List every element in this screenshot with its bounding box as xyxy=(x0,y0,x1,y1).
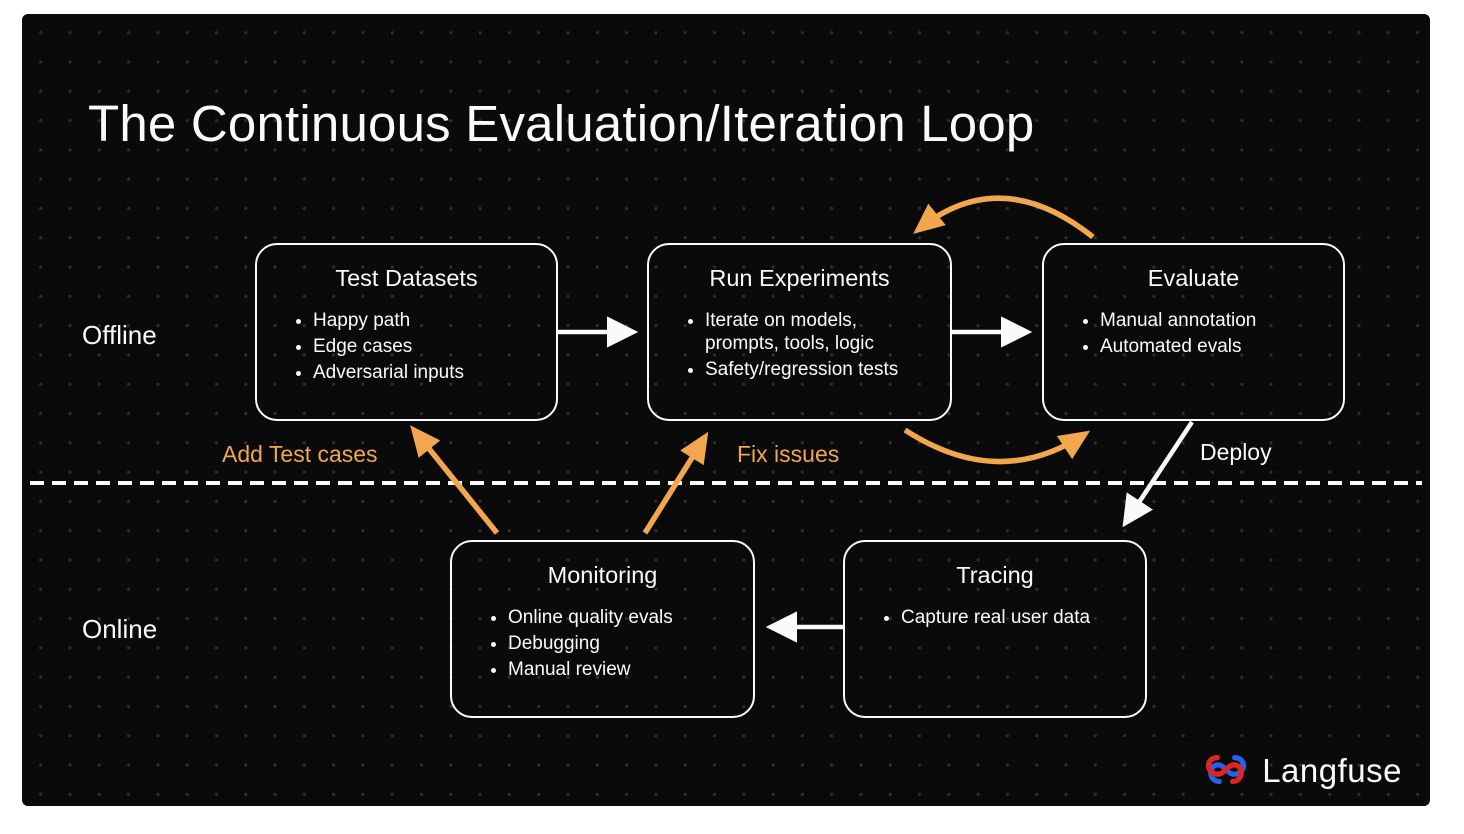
arrow-loop-runexperiments-to-evaluate xyxy=(903,427,1091,465)
langfuse-logo-text: Langfuse xyxy=(1262,752,1402,789)
evaluate-box: Evaluate Manual annotation Automated eva… xyxy=(1042,243,1345,421)
arrow-evaluate-to-tracing-deploy xyxy=(1122,420,1194,528)
evaluate-list: Manual annotation Automated evals xyxy=(1044,309,1343,358)
page-title: The Continuous Evaluation/Iteration Loop xyxy=(88,95,1035,152)
offline-section-label: Offline xyxy=(82,320,157,350)
list-item: Happy path xyxy=(313,309,542,332)
run-experiments-box: Run Experiments Iterate on models, promp… xyxy=(647,243,952,421)
list-item: Automated evals xyxy=(1100,335,1329,358)
monitoring-title: Monitoring xyxy=(547,562,658,588)
arrow-monitoring-to-runexperiments xyxy=(642,431,709,535)
evaluate-title: Evaluate xyxy=(1147,265,1240,291)
slide-canvas: The Continuous Evaluation/Iteration Loop… xyxy=(22,14,1430,806)
online-section-label: Online xyxy=(82,614,158,644)
monitoring-box: Monitoring Online quality evals Debuggin… xyxy=(450,540,755,718)
langfuse-logo: Langfuse xyxy=(1203,750,1402,792)
tracing-box: Tracing Capture real user data xyxy=(843,540,1147,718)
test-datasets-list: Happy path Edge cases Adversarial inputs xyxy=(257,309,556,385)
tracing-list: Capture real user data xyxy=(845,606,1145,629)
fix-issues-label: Fix issues xyxy=(737,441,840,467)
run-experiments-list: Iterate on models, prompts, tools, logic… xyxy=(649,309,950,382)
list-item: Iterate on models, prompts, tools, logic xyxy=(705,309,917,355)
list-item: Safety/regression tests xyxy=(705,358,936,381)
arrow-loop-evaluate-to-runexperiments xyxy=(913,195,1095,240)
test-datasets-title: Test Datasets xyxy=(335,265,478,291)
list-item: Online quality evals xyxy=(508,606,739,629)
list-item: Edge cases xyxy=(313,335,542,358)
run-experiments-title: Run Experiments xyxy=(709,265,890,291)
add-test-cases-label: Add Test cases xyxy=(222,441,378,467)
list-item: Capture real user data xyxy=(901,606,1131,629)
arrow-monitoring-to-testdatasets xyxy=(410,425,500,535)
list-item: Debugging xyxy=(508,632,739,655)
list-item: Manual review xyxy=(508,658,739,681)
test-datasets-box: Test Datasets Happy path Edge cases Adve… xyxy=(255,243,558,421)
list-item: Manual annotation xyxy=(1100,309,1329,332)
monitoring-list: Online quality evals Debugging Manual re… xyxy=(452,606,753,682)
langfuse-knot-icon xyxy=(1203,750,1249,792)
list-item: Adversarial inputs xyxy=(313,361,542,384)
deploy-label: Deploy xyxy=(1200,439,1272,465)
tracing-title: Tracing xyxy=(956,562,1034,588)
